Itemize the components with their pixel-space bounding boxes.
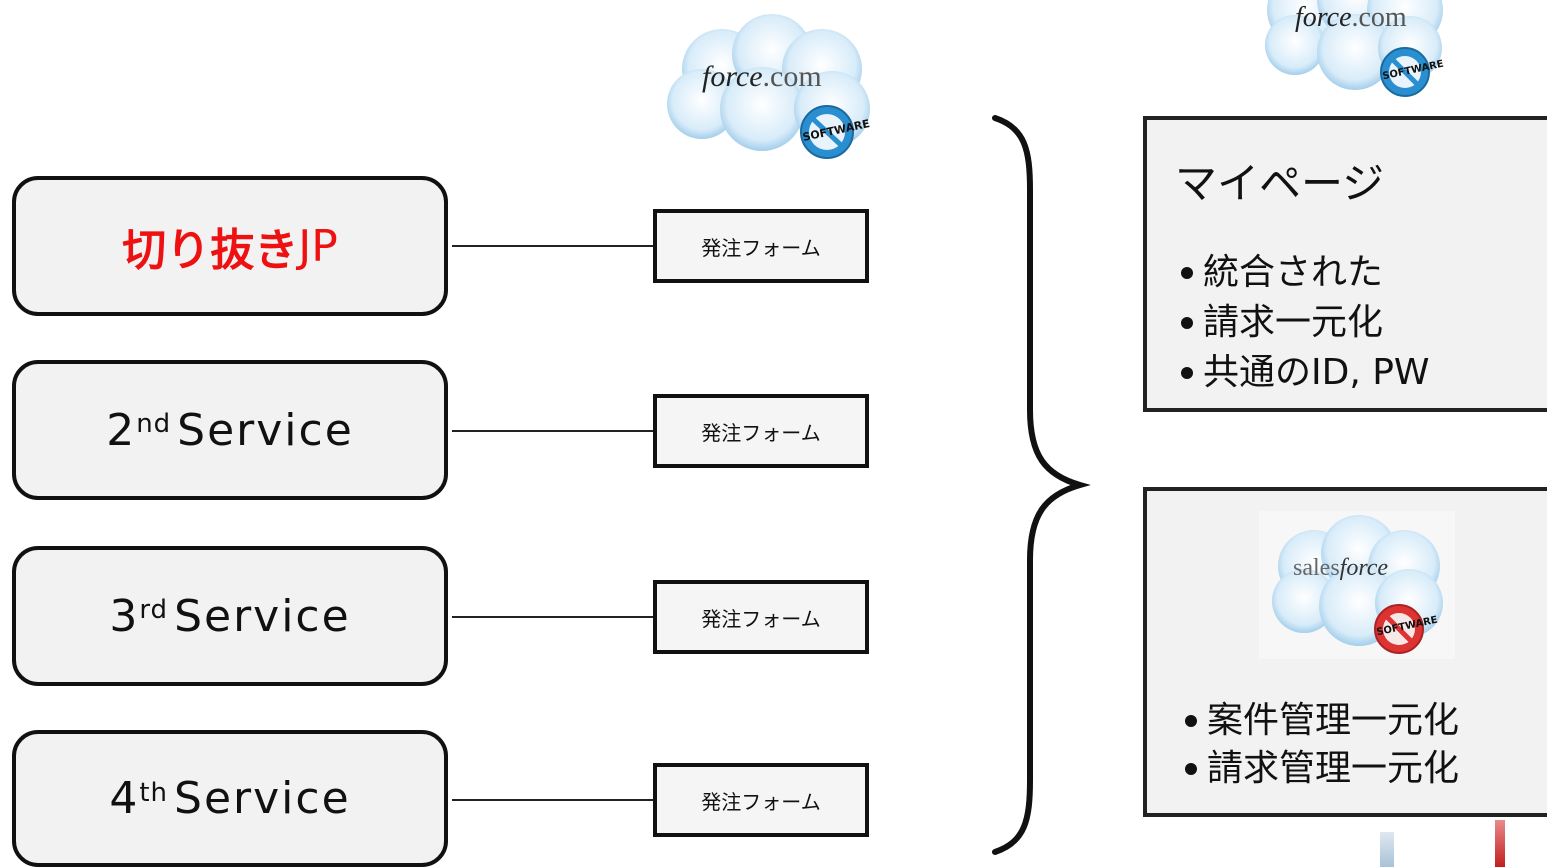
service-ordinal-suffix: rd (139, 595, 169, 625)
salesforce-logo: salesforce SOFTWARE (1259, 511, 1455, 659)
service-ordinal: 3 (109, 590, 140, 642)
service-ordinal-suffix: th (139, 777, 169, 808)
service-name: Service (174, 773, 351, 824)
logo-brand-prefix: sales (1293, 555, 1340, 581)
list-item: 請求管理一元化 (1185, 745, 1459, 793)
order-form-box: 発注フォーム (653, 209, 869, 283)
force-com-logo: force.com SOFTWARE (1255, 0, 1445, 100)
mypage-bullet-list: 統合された 請求一元化 共通のID, PW (1181, 248, 1430, 398)
order-form-box: 発注フォーム (653, 763, 869, 837)
salesforce-bullet-list: 案件管理一元化 請求管理一元化 (1185, 697, 1459, 793)
cloud-icon (667, 14, 870, 159)
service-name: Service (174, 590, 351, 642)
connector-line (452, 616, 655, 618)
cloud-icon (1272, 515, 1443, 654)
salesforce-panel: salesforce SOFTWARE 案件管理一元化 請求管理一元化 (1143, 487, 1547, 817)
list-item: 統合された (1181, 248, 1430, 298)
service-name: Service (177, 404, 354, 456)
service-name-kirinuki: 切り抜き (122, 225, 299, 276)
connector-line (452, 799, 655, 801)
list-item: 案件管理一元化 (1185, 697, 1459, 745)
cloud-icon (1265, 0, 1443, 97)
order-form-box: 発注フォーム (653, 580, 869, 654)
list-item: 請求一元化 (1181, 298, 1430, 348)
curly-brace (992, 115, 1091, 855)
service-ordinal: 2 (106, 404, 137, 456)
logo-tld: .com (762, 60, 822, 93)
decorative-figure (1380, 832, 1394, 867)
logo-brand: force (1295, 2, 1352, 33)
connector-line (452, 245, 655, 247)
decorative-figure (1495, 820, 1505, 867)
force-com-logo: force.com SOFTWARE (662, 14, 882, 164)
order-form-box: 発注フォーム (653, 394, 869, 468)
logo-brand: force (702, 60, 763, 93)
service-name-suffix: JP (298, 220, 338, 272)
service-ordinal: 4 (109, 773, 140, 824)
connector-line (452, 430, 655, 432)
logo-brand: force (1339, 555, 1389, 581)
service-ordinal-suffix: nd (136, 409, 172, 439)
logo-tld: .com (1351, 2, 1407, 33)
list-item: 共通のID, PW (1181, 348, 1430, 398)
mypage-title: マイページ (1175, 159, 1385, 208)
mypage-panel: マイページ 統合された 請求一元化 共通のID, PW (1143, 116, 1547, 412)
